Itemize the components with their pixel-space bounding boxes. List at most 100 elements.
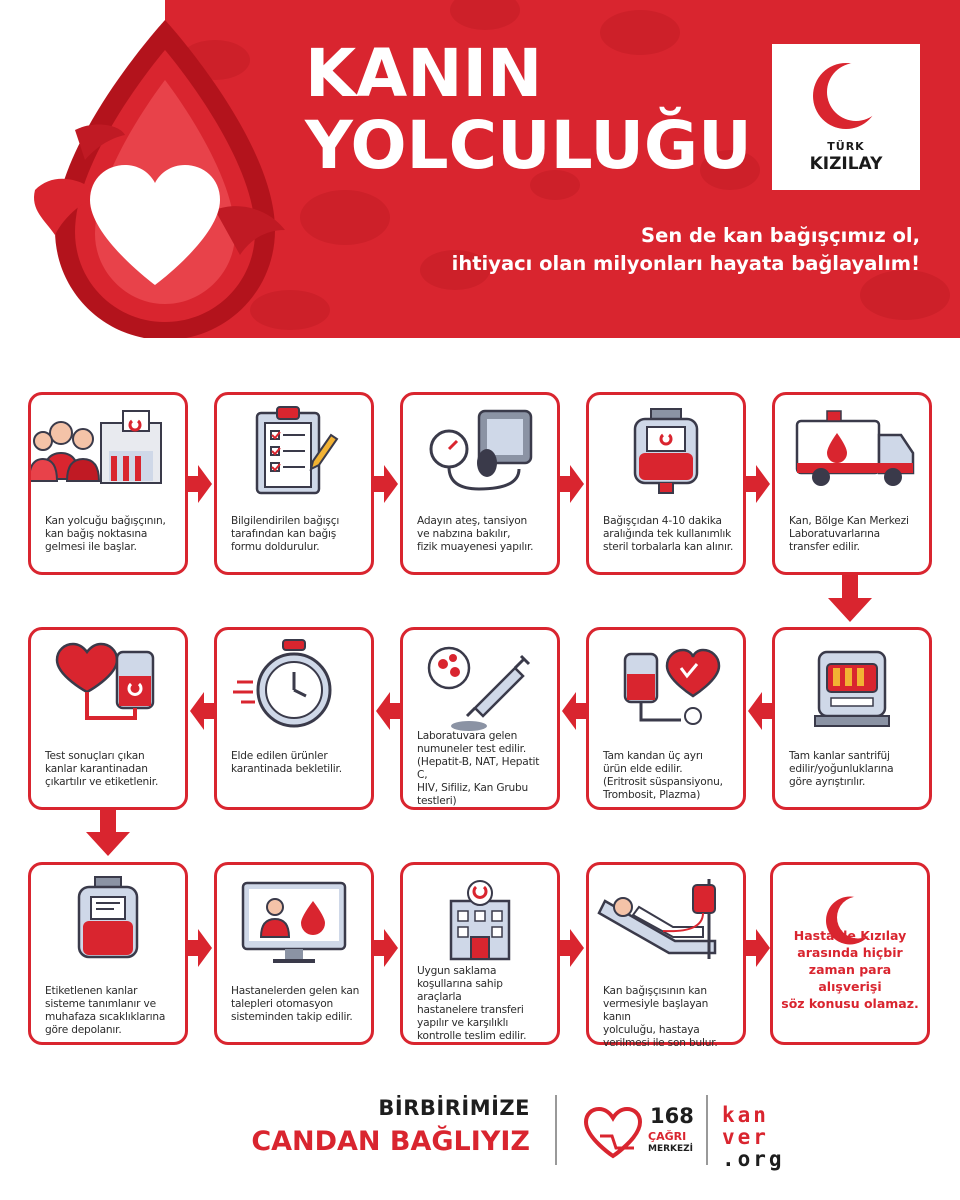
step-description-line: formu doldurulur.	[231, 541, 320, 553]
footer-divider	[706, 1095, 708, 1165]
step-description-line: Bağışçıdan 4-10 dakika	[603, 515, 722, 527]
step-description-line: muhafaza sıcaklıklarına	[45, 1011, 166, 1023]
heart-phone-icon	[583, 1106, 643, 1159]
site-text-2[interactable]: ver	[722, 1125, 769, 1149]
step-card-1: Kan yolcuğu bağışçının,kan bağış noktası…	[28, 392, 188, 575]
step-description-line: çıkartılır ve etiketlenir.	[45, 776, 159, 788]
lab-test-icon	[427, 646, 531, 731]
step-description-line: vermesiyle başlayan kanın	[603, 998, 709, 1023]
step-description-line: Kan yolcuğu bağışçının,	[45, 515, 166, 527]
crescent-icon	[826, 896, 879, 945]
step-description-line: (Hepatit-B, NAT, Hepatit C,	[417, 756, 540, 781]
arrow-down-1	[828, 575, 872, 622]
logo-text-kizilay: KIZILAY	[809, 154, 883, 174]
step-description: Kan yolcuğu bağışçının,kan bağış noktası…	[45, 515, 177, 554]
footer-tagline-1: BİRBİRİMİZE	[378, 1096, 530, 1120]
step-description-line: Bilgilendirilen bağışçı	[231, 515, 340, 527]
slogan-line-1: Sen de kan bağışçımız ol,	[641, 224, 920, 247]
footer-divider	[555, 1095, 557, 1165]
step-description-line: Trombosit, Plazma)	[603, 789, 701, 801]
people-clinic-icon	[31, 410, 162, 484]
blood-pressure-icon	[429, 409, 533, 491]
final-note-text: Hasta ile Kızılay arasında hiçbir zaman …	[779, 927, 921, 1012]
step-description-line: hastanelere transferi	[417, 1004, 524, 1016]
step-description-line: Tam kandan üç ayrı	[603, 750, 703, 762]
labeled-bag-icon	[77, 876, 139, 959]
step-description-line: yolculuğu, hastaya	[603, 1024, 700, 1036]
arrow-right-3	[560, 465, 584, 503]
arrow-right-8	[746, 929, 770, 967]
step-description-line: transfer edilir.	[789, 541, 860, 553]
step-description-line: karantinada bekletilir.	[231, 763, 342, 775]
final-note-box: Hasta ile Kızılay arasında hiçbir zaman …	[770, 862, 930, 1045]
hero-banner: KANIN YOLCULUĞU TÜRK KIZILAY Sen de kan …	[0, 0, 960, 338]
call-center-number: 168	[650, 1104, 694, 1128]
step-description-line: edilir/yoğunluklarına	[789, 763, 894, 775]
step-description-line: HIV, Sifiliz, Kan Grubu	[417, 782, 529, 794]
slogan: Sen de kan bağışçımız ol, ihtiyacı olan …	[452, 222, 920, 278]
site-text-1[interactable]: kan	[722, 1103, 769, 1127]
title-line-2: YOLCULUĞU	[305, 107, 752, 184]
arrow-left-4	[190, 692, 214, 730]
arrow-right-4	[746, 465, 770, 503]
arrow-down-2	[86, 808, 130, 856]
step-description-line: Etiketlenen kanlar	[45, 985, 138, 997]
red-crescent-icon	[813, 63, 882, 129]
step-description-line: steril torbalarla kan alınır.	[603, 541, 734, 553]
arrow-left-1	[748, 692, 772, 730]
page-title: KANIN YOLCULUĞU	[305, 38, 752, 182]
step-description-line: fizik muayenesi yapılır.	[417, 541, 534, 553]
step-description-line: (Eritrosit süspansiyonu,	[603, 776, 723, 788]
monitor-icon	[241, 881, 347, 963]
arrow-right-6	[374, 929, 398, 967]
call-center-label-2: MERKEZİ	[648, 1144, 694, 1154]
arrow-right-2	[374, 465, 398, 503]
final-note-line: söz konusu olamaz.	[781, 996, 919, 1011]
transfer-truck-icon	[795, 410, 915, 486]
step-description-line: Test sonuçları çıkan	[45, 750, 145, 762]
arrow-right-1	[188, 465, 212, 503]
clipboard-form-icon	[255, 406, 339, 495]
step-description-line: tarafından kan bağış	[231, 528, 337, 540]
turk-kizilay-logo: TÜRK KIZILAY	[772, 44, 920, 190]
step-description-line: Hastanelerden gelen kan	[231, 985, 360, 997]
arrow-right-5	[188, 929, 212, 967]
hospital-icon	[449, 880, 511, 961]
site-text-3[interactable]: .org	[722, 1147, 785, 1171]
step-description-line: Adayın ateş, tansiyon	[417, 515, 528, 527]
arrow-left-3	[376, 692, 400, 730]
centrifuge-icon	[814, 650, 890, 727]
step-description-line: göre depolanır.	[45, 1024, 122, 1036]
step-description-line: ürün elde edilir.	[603, 763, 683, 775]
final-note-line: Hasta ile Kızılay	[793, 928, 907, 943]
step-description-line: numuneler test edilir.	[417, 743, 527, 755]
heart-blood-bag-icon	[55, 642, 155, 720]
step-description-line: aralığında tek kullanımlık	[603, 528, 732, 540]
step-description-line: yapılır ve karşılıklı	[417, 1017, 509, 1029]
slogan-line-2: ihtiyacı olan milyonları hayata bağlayal…	[451, 252, 920, 275]
stopwatch-icon	[233, 639, 332, 728]
step-description-line: Laboratuvarlarına	[789, 528, 880, 540]
final-note-line: alışverişi	[818, 979, 882, 994]
step-description-line: Kan bağışçısının kan	[603, 985, 707, 997]
step-description-line: gelmesi ile başlar.	[45, 541, 137, 553]
